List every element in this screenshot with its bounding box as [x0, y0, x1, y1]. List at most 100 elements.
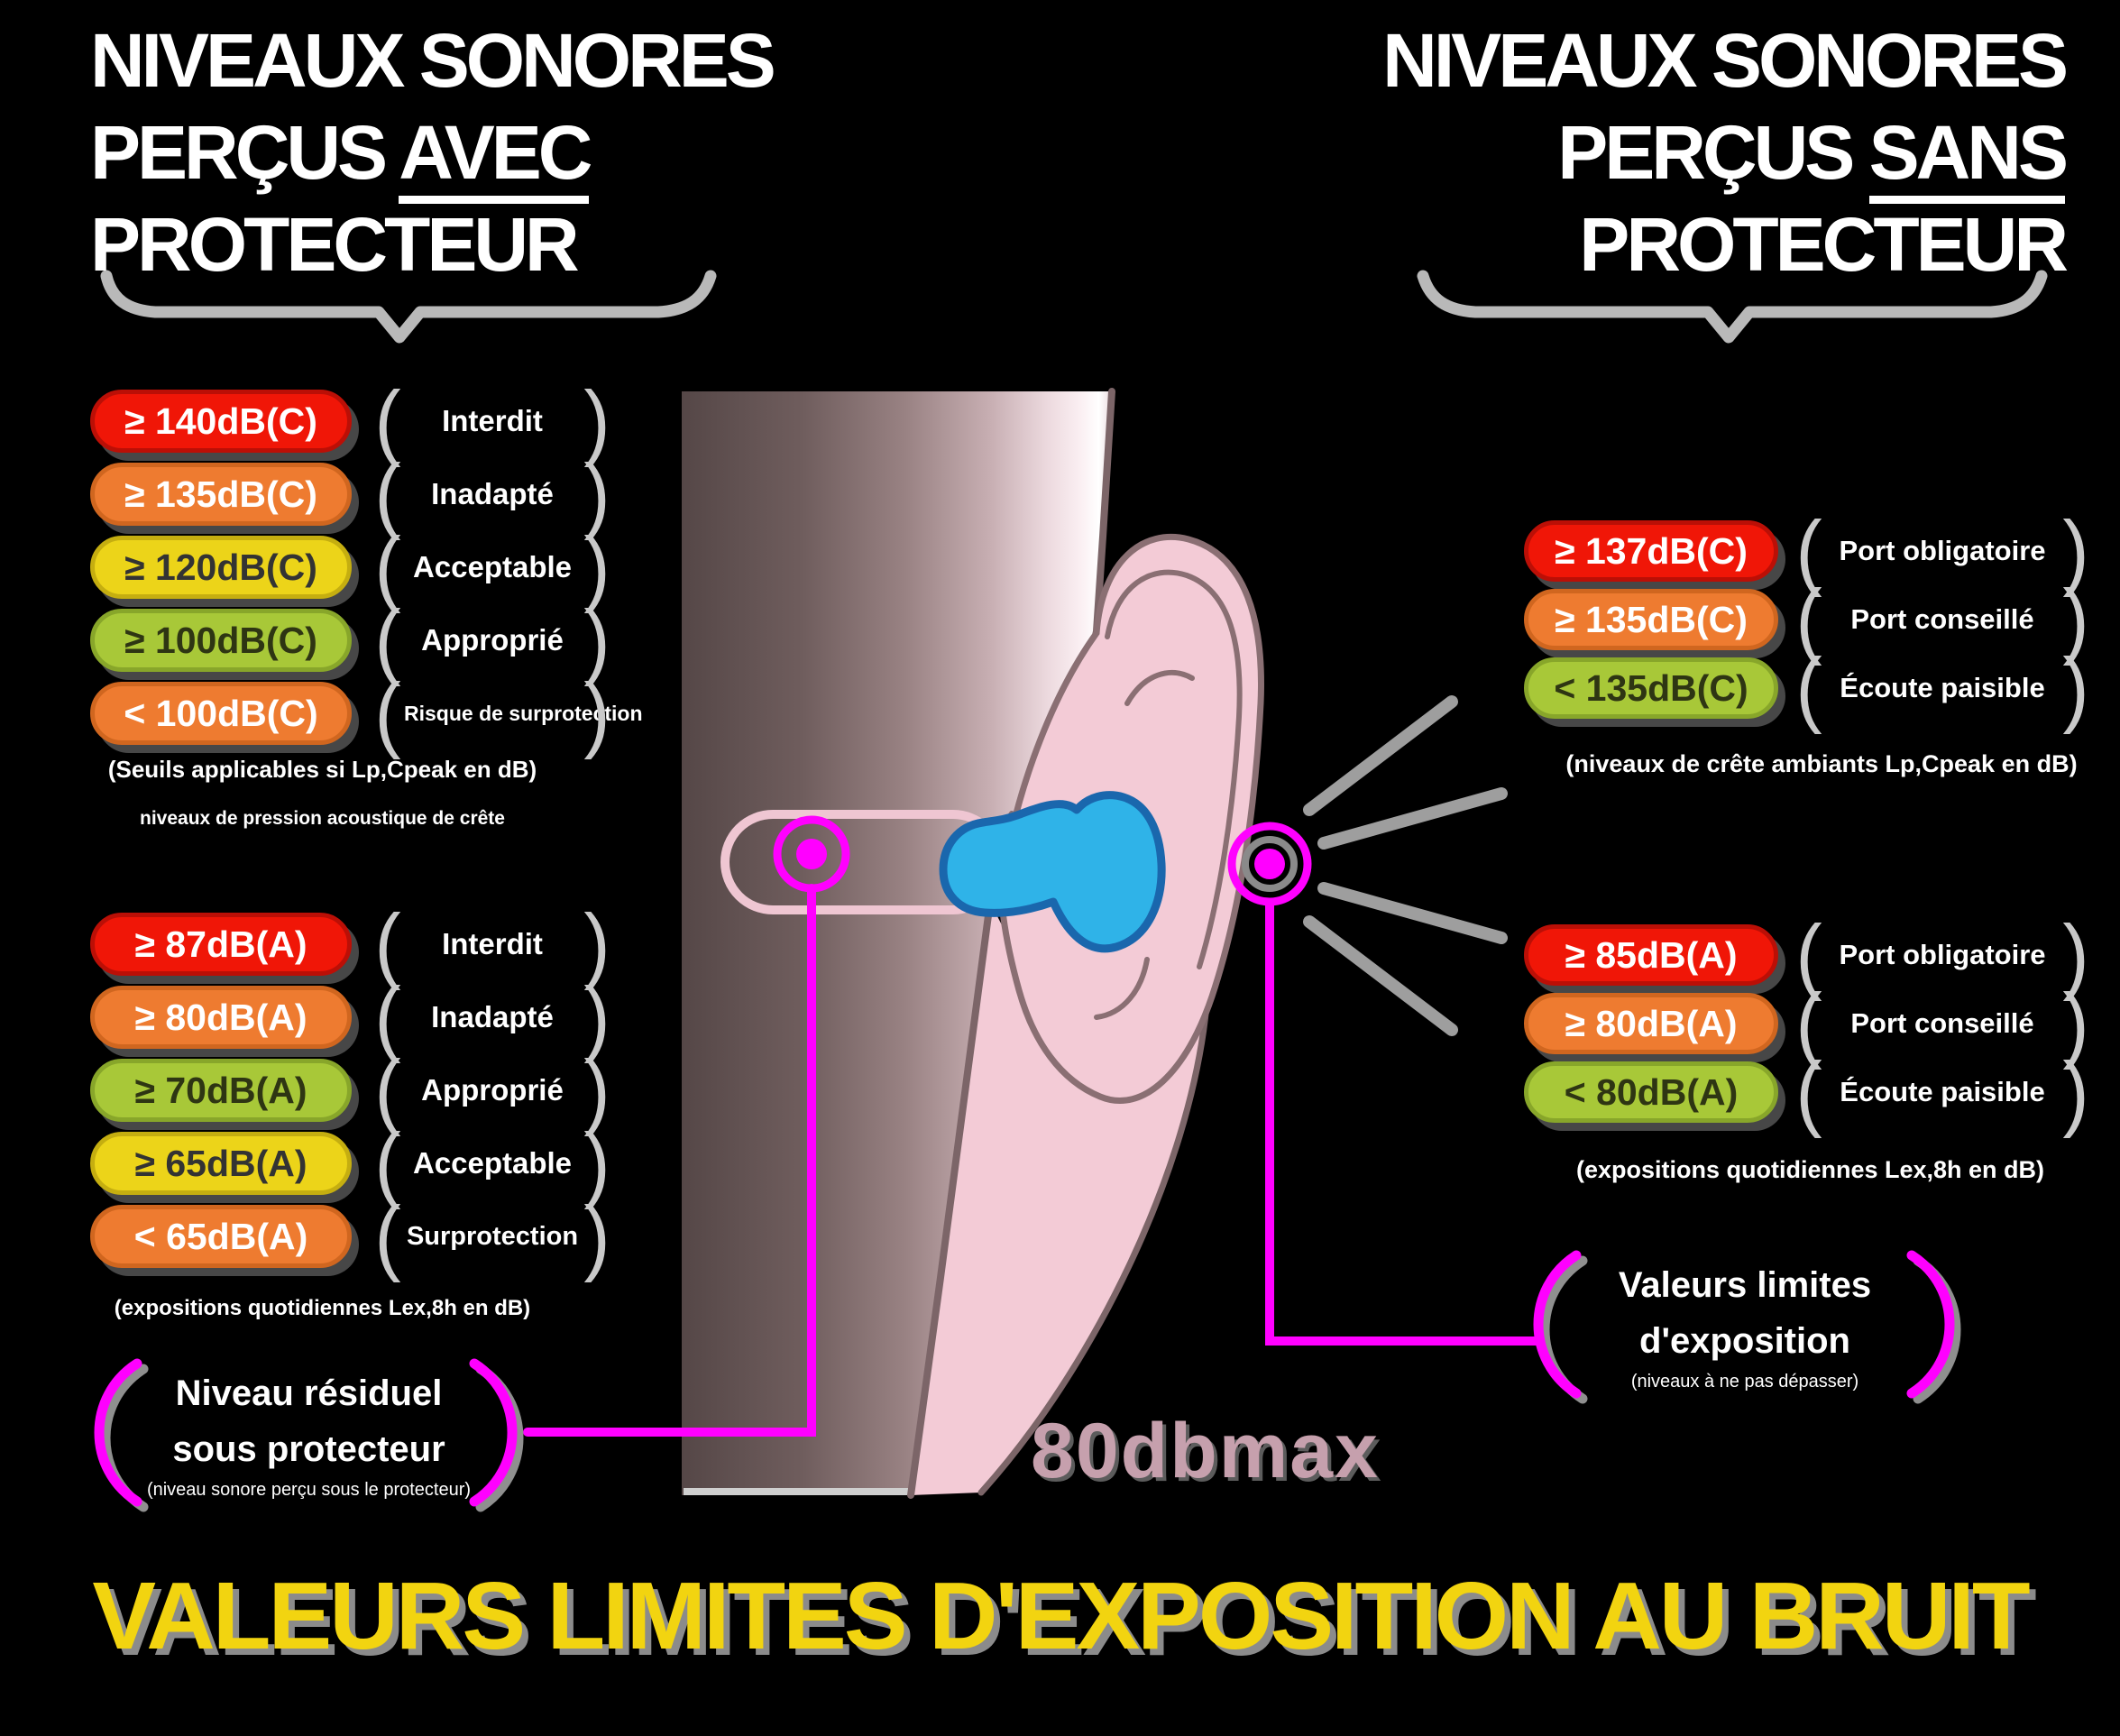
left-title-line2: PERÇUS AVEC: [90, 106, 773, 204]
brace-close: ): [2062, 572, 2089, 666]
left-peak-note-sub: niveaux de pression acoustique de crête: [140, 808, 505, 829]
brace-open: (: [374, 1116, 401, 1210]
exposure-limits-line2: d'exposition: [1639, 1320, 1850, 1361]
brace-open: (: [1795, 907, 1822, 1002]
pill-80dba-left: ≥ 80dB(A): [90, 986, 352, 1049]
brace-close: ): [583, 1189, 610, 1283]
antitragus-line: [1094, 957, 1150, 1020]
measure-connectors: [523, 884, 1542, 1437]
severity-label: Acceptable: [412, 1146, 573, 1180]
left-title-underlined-word: AVEC: [399, 110, 592, 204]
exposure-limits-box: Valeurs limites d'exposition (niveaux à …: [1587, 1255, 1903, 1395]
left-peak-group: ≥ 140dB(C) ( Interdit ) ≥ 135dB(C) ( Ina…: [90, 373, 643, 760]
left-daily-note: (expositions quotidiennes Lex,8h en dB): [114, 1296, 531, 1320]
brace-close: ): [2062, 1044, 2089, 1139]
brace-open: (: [374, 519, 401, 614]
pill-85dba: ≥ 85dB(A): [1524, 924, 1778, 986]
table-row: < 135dB(C) ( Écoute paisible ): [1524, 640, 2092, 735]
severity-label: Interdit: [442, 927, 543, 960]
brace-open: (: [374, 592, 401, 687]
severity-label: Risque de surprotection: [404, 701, 643, 725]
right-peak-group: ≥ 137dB(C) ( Port obligatoire ) ≥ 135dB(…: [1524, 503, 2092, 735]
pill-under-80dba: < 80dB(A): [1524, 1061, 1778, 1123]
neck: [911, 902, 1208, 1495]
brace-close: ): [583, 1116, 610, 1210]
antihelix-line: [1124, 669, 1195, 706]
brace-close: ): [2062, 640, 2089, 735]
table-row: ≥ 80dB(A) ( Port conseillé ): [1524, 981, 2092, 1065]
pill-120dbc: ≥ 120dB(C): [90, 536, 352, 599]
table-row: ≥ 135dB(C) ( Inadapté ): [90, 446, 613, 541]
helix-line: [1105, 569, 1243, 969]
brace-close: ): [583, 1043, 610, 1137]
brace-open: (: [374, 446, 401, 541]
brace-open: (: [1795, 1044, 1822, 1139]
pill-65dba: ≥ 65dB(A): [90, 1132, 352, 1195]
pill-80dba-right: ≥ 80dB(A): [1524, 993, 1778, 1054]
table-row: ≥ 65dB(A) ( Acceptable ): [90, 1116, 613, 1210]
table-row: < 100dB(C) ( Risque de surprotection ): [90, 666, 643, 760]
left-title-line1: NIVEAUX SONORES: [90, 18, 776, 103]
right-title-line2: PERÇUS SANS: [1382, 106, 2069, 204]
page-title: VALEURS LIMITES D'EXPOSITION AU BRUIT: [92, 1563, 2030, 1669]
brace-close: ): [583, 519, 610, 614]
table-row: ≥ 100dB(C) ( Approprié ): [90, 592, 613, 687]
brace-open: (: [374, 896, 401, 991]
residual-level-line1: Niveau résiduel: [175, 1373, 443, 1413]
brace-close: ): [583, 446, 610, 541]
brace-close: ): [583, 969, 610, 1064]
right-daily-group: ≥ 85dB(A) ( Port obligatoire ) ≥ 80dB(A)…: [1524, 907, 2092, 1139]
pill-137dbc: ≥ 137dB(C): [1524, 520, 1778, 582]
left-title: NIVEAUX SONORES PERÇUS AVEC PROTECTEUR: [90, 14, 776, 290]
right-title-underlined-word: SANS: [1868, 110, 2069, 204]
head-side: [682, 391, 1112, 1495]
table-row: ≥ 140dB(C) ( Interdit ): [90, 373, 613, 468]
severity-label: Acceptable: [412, 550, 573, 583]
pill-under-100dbc: < 100dB(C): [90, 682, 352, 745]
exposure-limits-line3: (niveaux à ne pas dépasser): [1630, 1371, 1859, 1392]
inner-measure-point: [773, 815, 850, 893]
brace-open: (: [374, 1043, 401, 1137]
table-row: ≥ 70dB(A) ( Approprié ): [90, 1043, 613, 1137]
right-title-line1: NIVEAUX SONORES: [1382, 18, 2069, 103]
sound-rays: [1303, 695, 1508, 1036]
brace-open: (: [374, 373, 401, 468]
severity-label: Port obligatoire: [1839, 535, 2046, 566]
right-peak-note: (niveaux de crête ambiants Lp,Cpeak en d…: [1565, 750, 2078, 777]
severity-label: Écoute paisible: [1840, 672, 2045, 703]
pill-under-65dba: < 65dB(A): [90, 1205, 352, 1268]
neck-front-line: [977, 1002, 1210, 1496]
outer-measure-point: [1227, 822, 1312, 906]
brace-close: ): [583, 896, 610, 991]
brace-close: ): [583, 592, 610, 687]
severity-label: Approprié: [421, 623, 564, 657]
brace-open: (: [1795, 640, 1822, 735]
table-row: ≥ 85dB(A) ( Port obligatoire ): [1524, 907, 2092, 1002]
right-title-line3: PROTECTEUR: [1579, 202, 2069, 287]
pill-87dba: ≥ 87dB(A): [90, 913, 352, 976]
severity-label: Surprotection: [406, 1221, 579, 1251]
pill-140dbc: ≥ 140dB(C): [90, 390, 352, 453]
pill-70dba: ≥ 70dB(A): [90, 1059, 352, 1122]
pill-100dbc: ≥ 100dB(C): [90, 609, 352, 672]
residual-level-line2: sous protecteur: [172, 1428, 445, 1469]
severity-label: Port conseillé: [1850, 603, 2034, 635]
left-title-underbrace: [100, 270, 717, 344]
table-row: ≥ 135dB(C) ( Port conseillé ): [1524, 572, 2092, 666]
brace-close: ): [2062, 907, 2089, 1002]
severity-label: Écoute paisible: [1840, 1076, 2045, 1107]
table-row: ≥ 120dB(C) ( Acceptable ): [90, 519, 613, 614]
brace-open: (: [374, 969, 401, 1064]
table-row: < 80dB(A) ( Écoute paisible ): [1524, 1044, 2092, 1139]
pill-under-135dbc: < 135dB(C): [1524, 657, 1778, 719]
brace-close: ): [583, 666, 610, 760]
brace-close: ): [2062, 503, 2089, 598]
right-box-brackets: [1533, 1250, 1961, 1404]
residual-level-box: Niveau résiduel sous protecteur (niveau …: [135, 1364, 482, 1503]
residual-level-line3: (niveau sonore perçu sous le protecteur): [146, 1479, 472, 1500]
left-box-brackets: [94, 1358, 524, 1512]
pill-135dbc: ≥ 135dB(C): [90, 463, 352, 526]
left-peak-note: (Seuils applicables si Lp,Cpeak en dB): [107, 756, 537, 783]
